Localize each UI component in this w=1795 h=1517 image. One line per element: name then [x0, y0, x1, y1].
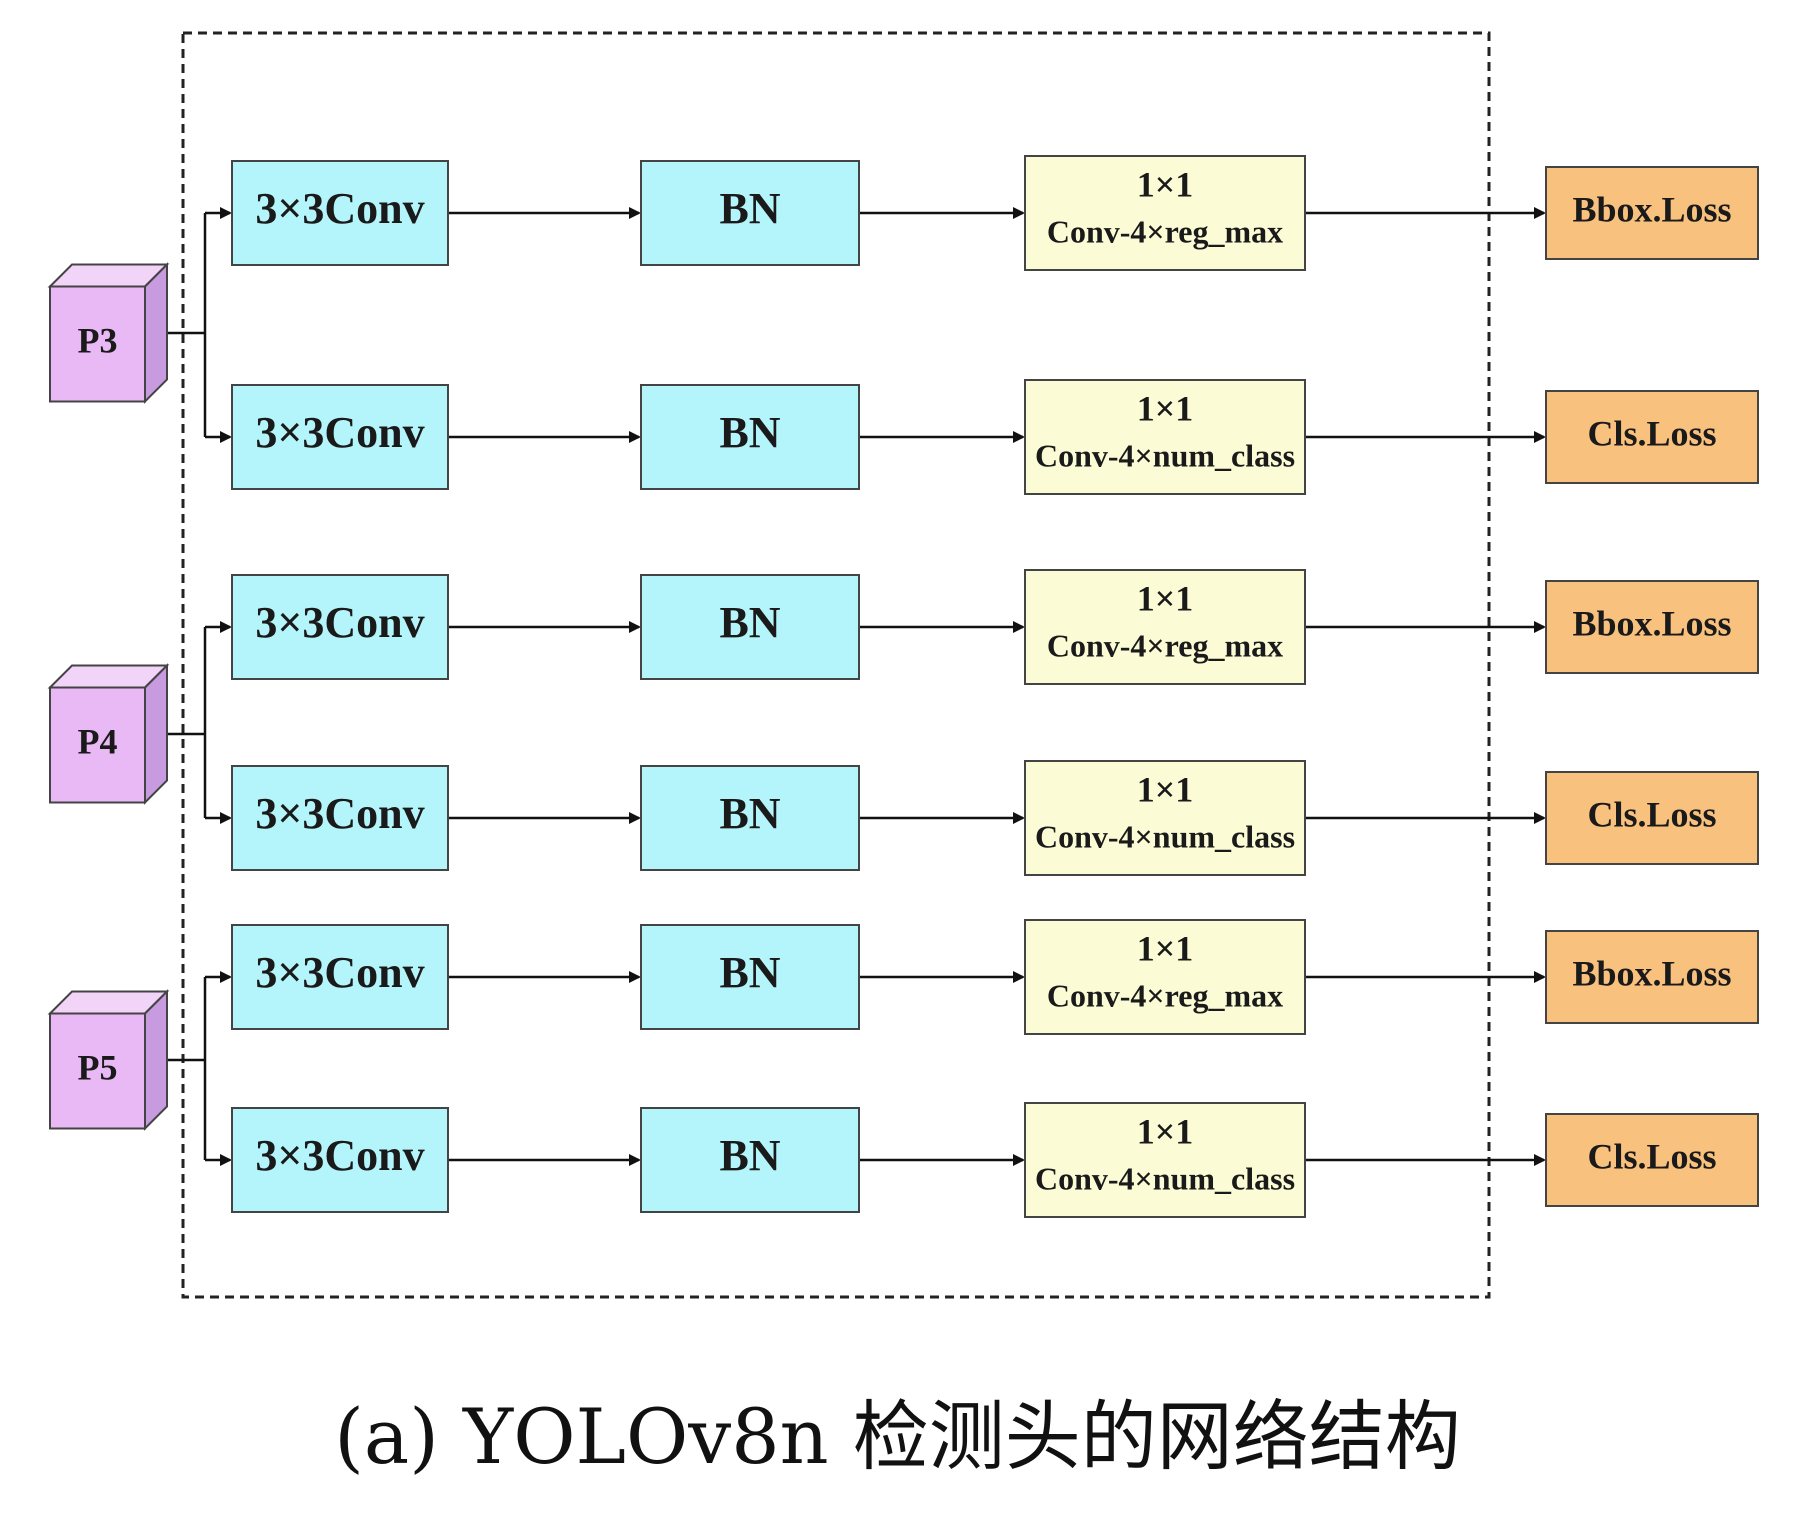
cube-side-face — [144, 262, 168, 404]
loss-label: Bbox.Loss — [1572, 189, 1731, 229]
conv3x3-box — [231, 160, 449, 266]
loss-label: Cls.Loss — [1587, 413, 1716, 453]
cube-front-face — [49, 686, 146, 804]
conv1x1-output-label: Conv-4×reg_max — [1047, 977, 1283, 1013]
cube-front-face — [49, 285, 146, 403]
input-cube-p4: P4 — [47, 663, 170, 805]
loss-label: Cls.Loss — [1587, 794, 1716, 834]
conv1x1-kernel-label: 1×1 — [1137, 164, 1194, 204]
conv3x3-label: 3×3Conv — [255, 1131, 424, 1180]
bn-label: BN — [719, 1131, 780, 1180]
conv3x3-label: 3×3Conv — [255, 598, 424, 647]
conv1x1-kernel-label: 1×1 — [1137, 388, 1194, 428]
conv3x3-label: 3×3Conv — [255, 408, 424, 457]
input-label: P4 — [78, 721, 118, 761]
conv1x1-kernel-label: 1×1 — [1137, 578, 1194, 618]
conv1x1-box — [1024, 919, 1306, 1035]
loss-box — [1545, 930, 1759, 1024]
loss-box — [1545, 390, 1759, 484]
conv3x3-box — [231, 574, 449, 680]
conv1x1-box — [1024, 155, 1306, 271]
conv1x1-kernel-label: 1×1 — [1137, 928, 1194, 968]
detection-head-boundary — [181, 31, 1491, 1299]
conv3x3-label: 3×3Conv — [255, 948, 424, 997]
conv1x1-output-label: Conv-4×reg_max — [1047, 213, 1283, 249]
bn-label: BN — [719, 408, 780, 457]
conv1x1-output-label: Conv-4×num_class — [1035, 1160, 1295, 1196]
conv1x1-kernel-label: 1×1 — [1137, 769, 1194, 809]
conv1x1-box — [1024, 379, 1306, 495]
input-label: P5 — [78, 1047, 118, 1087]
bn-box — [640, 160, 860, 266]
conv3x3-box — [231, 384, 449, 490]
conv1x1-kernel-label: 1×1 — [1137, 1111, 1194, 1151]
conv1x1-output-label: Conv-4×reg_max — [1047, 627, 1283, 663]
bn-box — [640, 765, 860, 871]
figure-caption: (a) YOLOv8n 检测头的网络结构 — [334, 1392, 1461, 1481]
loss-box — [1545, 166, 1759, 260]
conv3x3-box — [231, 765, 449, 871]
cube-side-face — [144, 663, 168, 805]
bn-label: BN — [719, 789, 780, 838]
conv1x1-box — [1024, 760, 1306, 876]
connector-lines — [167, 207, 1546, 1166]
conv1x1-output-label: Conv-4×num_class — [1035, 437, 1295, 473]
conv1x1-output-label: Conv-4×num_class — [1035, 818, 1295, 854]
conv3x3-label: 3×3Conv — [255, 184, 424, 233]
loss-label: Cls.Loss — [1587, 1136, 1716, 1176]
conv1x1-box — [1024, 1102, 1306, 1218]
loss-box — [1545, 1113, 1759, 1207]
input-cube-p3: P3 — [47, 262, 170, 404]
bn-box — [640, 924, 860, 1030]
loss-box — [1545, 771, 1759, 865]
conv3x3-label: 3×3Conv — [255, 789, 424, 838]
bn-box — [640, 384, 860, 490]
input-cube-p5: P5 — [47, 989, 170, 1131]
cube-side-face — [144, 989, 168, 1131]
loss-label: Bbox.Loss — [1572, 603, 1731, 643]
bn-box — [640, 1107, 860, 1213]
loss-label: Bbox.Loss — [1572, 953, 1731, 993]
conv3x3-box — [231, 924, 449, 1030]
bn-label: BN — [719, 598, 780, 647]
bn-box — [640, 574, 860, 680]
conv1x1-box — [1024, 569, 1306, 685]
input-label: P3 — [78, 320, 118, 360]
bn-label: BN — [719, 184, 780, 233]
bn-label: BN — [719, 948, 780, 997]
conv3x3-box — [231, 1107, 449, 1213]
cube-front-face — [49, 1012, 146, 1130]
loss-box — [1545, 580, 1759, 674]
